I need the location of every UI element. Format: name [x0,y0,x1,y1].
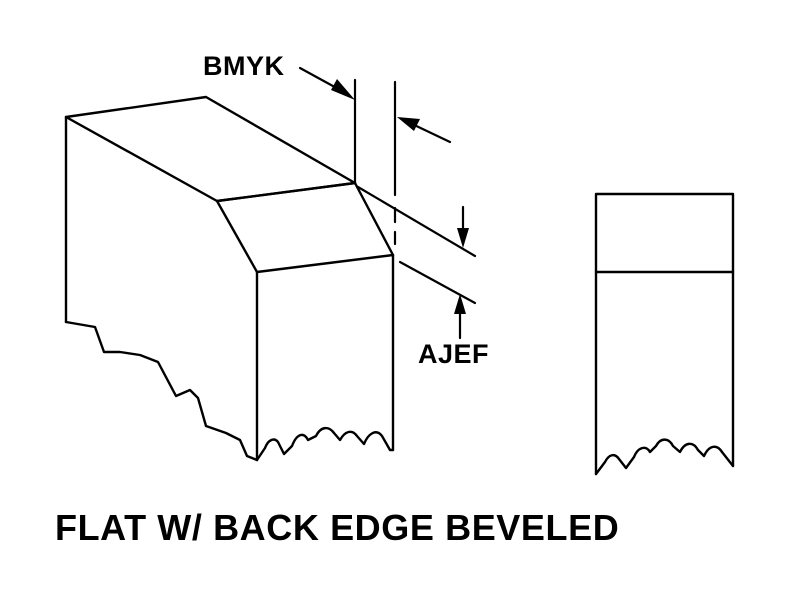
ajef-arrowhead-lower [454,294,466,314]
dimension-label-ajef: AJEF [418,339,490,369]
dimension-bmyk [298,66,452,246]
end-view-outline [594,192,735,476]
top-face-outline [64,95,357,203]
dimension-label-bmyk: BMYK [203,51,285,81]
bevel-face-outline [215,181,395,274]
left-side-break-line [64,320,259,462]
end-view-break-line [594,438,735,476]
bmyk-arrowhead-right [397,117,420,131]
diagram-caption: FLAT W/ BACK EDGE BEVELED [55,507,620,548]
bmyk-arrowhead-left [331,79,355,100]
front-break-line [255,426,395,462]
ajef-extension-line-lower [398,260,477,305]
end-view [594,192,735,476]
ajef-extension-line-upper [356,185,477,258]
isometric-view [64,95,395,462]
dimension-ajef [356,185,477,340]
ajef-arrowhead-upper [457,228,469,248]
